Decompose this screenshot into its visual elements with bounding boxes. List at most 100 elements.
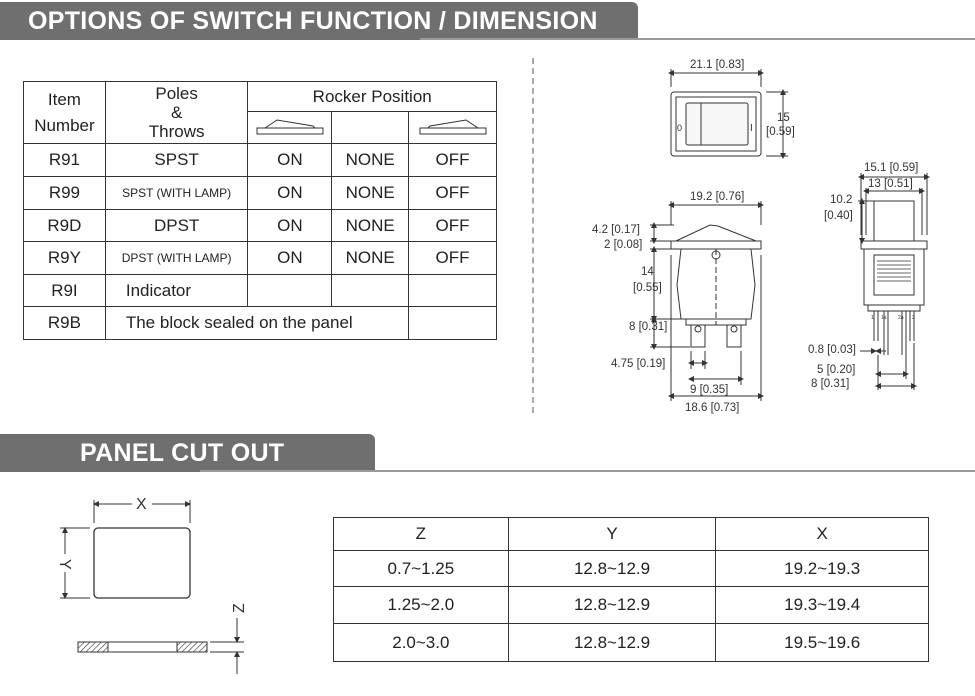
dim-side-pin-thickness: 0.8 [0.03] xyxy=(808,344,856,356)
dim-pin-width: 4.75 [0.19] xyxy=(611,358,665,370)
cutout-cell: 19.2~19.3 xyxy=(715,550,929,587)
header-poles-throws: Poles & Throws xyxy=(104,81,249,144)
dim-flange-height: 2 [0.08] xyxy=(604,239,642,251)
side-view-drawing xyxy=(858,173,930,390)
rocker-on-diagram xyxy=(247,111,333,144)
dim-pin-height: 8 [0.31] xyxy=(629,321,667,333)
header-rocker-position: Rocker Position xyxy=(247,81,497,112)
cutout-x-label: X xyxy=(136,496,147,513)
row-pos3: OFF xyxy=(408,176,497,210)
table-row: 2.0~3.0 12.8~12.9 19.5~19.6 xyxy=(333,623,929,662)
row-pos2: NONE xyxy=(331,209,410,242)
header-poles-line2: & xyxy=(170,103,183,122)
row-pos3: OFF xyxy=(408,241,497,275)
cutout-header-x: X xyxy=(715,517,929,551)
cutout-header-y: Y xyxy=(507,517,717,551)
row-poles: SPST xyxy=(104,143,249,177)
pin-label-2: 2 xyxy=(912,315,915,321)
header-item-number: Item Number xyxy=(23,81,106,144)
dim-top-height-inch: [0.59] xyxy=(766,126,795,138)
table-row: R9I Indicator xyxy=(23,274,497,307)
table-row: R9D DPST ON NONE OFF xyxy=(23,209,497,242)
pin-label-1: 1 xyxy=(871,315,874,321)
dim-rocker-height: 4.2 [0.17] xyxy=(592,224,640,236)
cutout-cell: 12.8~12.9 xyxy=(507,586,717,624)
header-poles-line1: Poles xyxy=(155,84,198,103)
dim-side-rocker-inch: [0.40] xyxy=(824,210,853,222)
cutout-cell: 1.25~2.0 xyxy=(333,586,509,624)
panel-banner-rule xyxy=(200,470,975,472)
top-view-drawing xyxy=(668,69,788,159)
row-item: R9D xyxy=(23,209,106,242)
row-pos2: NONE xyxy=(331,176,410,210)
dim-pin-pitch: 9 [0.35] xyxy=(690,384,728,396)
row-pos3: OFF xyxy=(408,209,497,242)
dim-front-width: 19.2 [0.76] xyxy=(690,191,744,203)
options-section-banner: OPTIONS OF SWITCH FUNCTION / DIMENSION xyxy=(0,2,638,40)
dim-side-rocker-value: 10.2 xyxy=(830,194,852,206)
row-pos1: ON xyxy=(247,143,333,177)
row-pos1: ON xyxy=(247,176,333,210)
row-item: R9B xyxy=(23,306,106,340)
front-view-drawing xyxy=(650,201,764,401)
row-poles: Indicator xyxy=(104,274,249,307)
off-mark: 0 xyxy=(677,123,682,133)
dimension-drawing: 21.1 [0.83] 15 [0.59] 0 I 19.2 [0.76] 4.… xyxy=(592,59,930,414)
section-divider xyxy=(532,58,534,413)
options-section-title: OPTIONS OF SWITCH FUNCTION / DIMENSION xyxy=(28,7,598,35)
table-row: R9Y DPST (WITH LAMP) ON NONE OFF xyxy=(23,241,497,275)
dim-side-inner: 13 [0.51] xyxy=(868,178,913,190)
header-poles-line3: Throws xyxy=(148,122,205,141)
dim-top-width: 21.1 [0.83] xyxy=(690,59,744,71)
panel-section-banner: PANEL CUT OUT xyxy=(0,434,375,472)
rocker-off-icon xyxy=(419,119,487,135)
pin-label-1a: 1a xyxy=(881,315,887,321)
row-poles: DPST (WITH LAMP) xyxy=(104,241,249,275)
row-item: R91 xyxy=(23,143,106,177)
dim-side-outer: 15.1 [0.59] xyxy=(864,162,918,174)
cutout-cell: 12.8~12.9 xyxy=(507,623,717,662)
cutout-cell: 12.8~12.9 xyxy=(507,550,717,587)
cutout-header-z: Z xyxy=(333,517,509,551)
header-item-line2: Number xyxy=(34,115,95,135)
rocker-none-diagram xyxy=(331,111,410,144)
row-poles: SPST (WITH LAMP) xyxy=(104,176,249,210)
row-item: R99 xyxy=(23,176,106,210)
table-row: R9B The block sealed on the panel xyxy=(23,306,497,340)
dim-bottom-width: 18.6 [0.73] xyxy=(685,402,739,414)
header-item-line1: Item xyxy=(47,89,81,109)
on-mark: I xyxy=(750,123,753,134)
row-pos2: NONE xyxy=(331,143,410,177)
switch-options-table: Item Number Poles & Throws Rocker Positi… xyxy=(23,81,497,340)
dim-top-height-value: 15 xyxy=(777,112,790,124)
dim-body-height-value: 14 xyxy=(641,266,654,278)
row-pos1: ON xyxy=(247,241,333,275)
table-row: 0.7~1.25 12.8~12.9 19.2~19.3 xyxy=(333,550,929,587)
cutout-cell: 19.3~19.4 xyxy=(715,586,929,624)
cutout-cell: 19.5~19.6 xyxy=(715,623,929,662)
table-row: R91 SPST ON NONE OFF xyxy=(23,143,497,177)
panel-cutout-drawing: X Y Z xyxy=(56,496,248,674)
rocker-on-icon xyxy=(256,119,324,135)
row-pos1: ON xyxy=(247,209,333,242)
options-banner-rule xyxy=(420,38,975,40)
row-pos2: NONE xyxy=(331,241,410,275)
dim-side-pin-width1: 5 [0.20] xyxy=(817,364,855,376)
panel-section-title: PANEL CUT OUT xyxy=(80,439,285,467)
cutout-cell: 0.7~1.25 xyxy=(333,550,509,587)
pin-label-2a: 2a xyxy=(898,315,904,321)
cutout-y-label: Y xyxy=(56,559,73,570)
rocker-off-diagram xyxy=(408,111,497,144)
dim-body-height-inch: [0.55] xyxy=(633,282,662,294)
row-item: R9I xyxy=(23,274,106,307)
row-poles: DPST xyxy=(104,209,249,242)
dim-side-pin-width2: 8 [0.31] xyxy=(811,378,849,390)
table-row: R99 SPST (WITH LAMP) ON NONE OFF xyxy=(23,176,497,210)
table-row: 1.25~2.0 12.8~12.9 19.3~19.4 xyxy=(333,586,929,624)
cutout-cell: 2.0~3.0 xyxy=(333,623,509,662)
row-pos3: OFF xyxy=(408,143,497,177)
panel-cutout-table: Z Y X 0.7~1.25 12.8~12.9 19.2~19.3 1.25~… xyxy=(333,517,929,662)
row-poles: The block sealed on the panel xyxy=(104,306,410,340)
cutout-z-label: Z xyxy=(231,603,248,613)
row-item: R9Y xyxy=(23,241,106,275)
